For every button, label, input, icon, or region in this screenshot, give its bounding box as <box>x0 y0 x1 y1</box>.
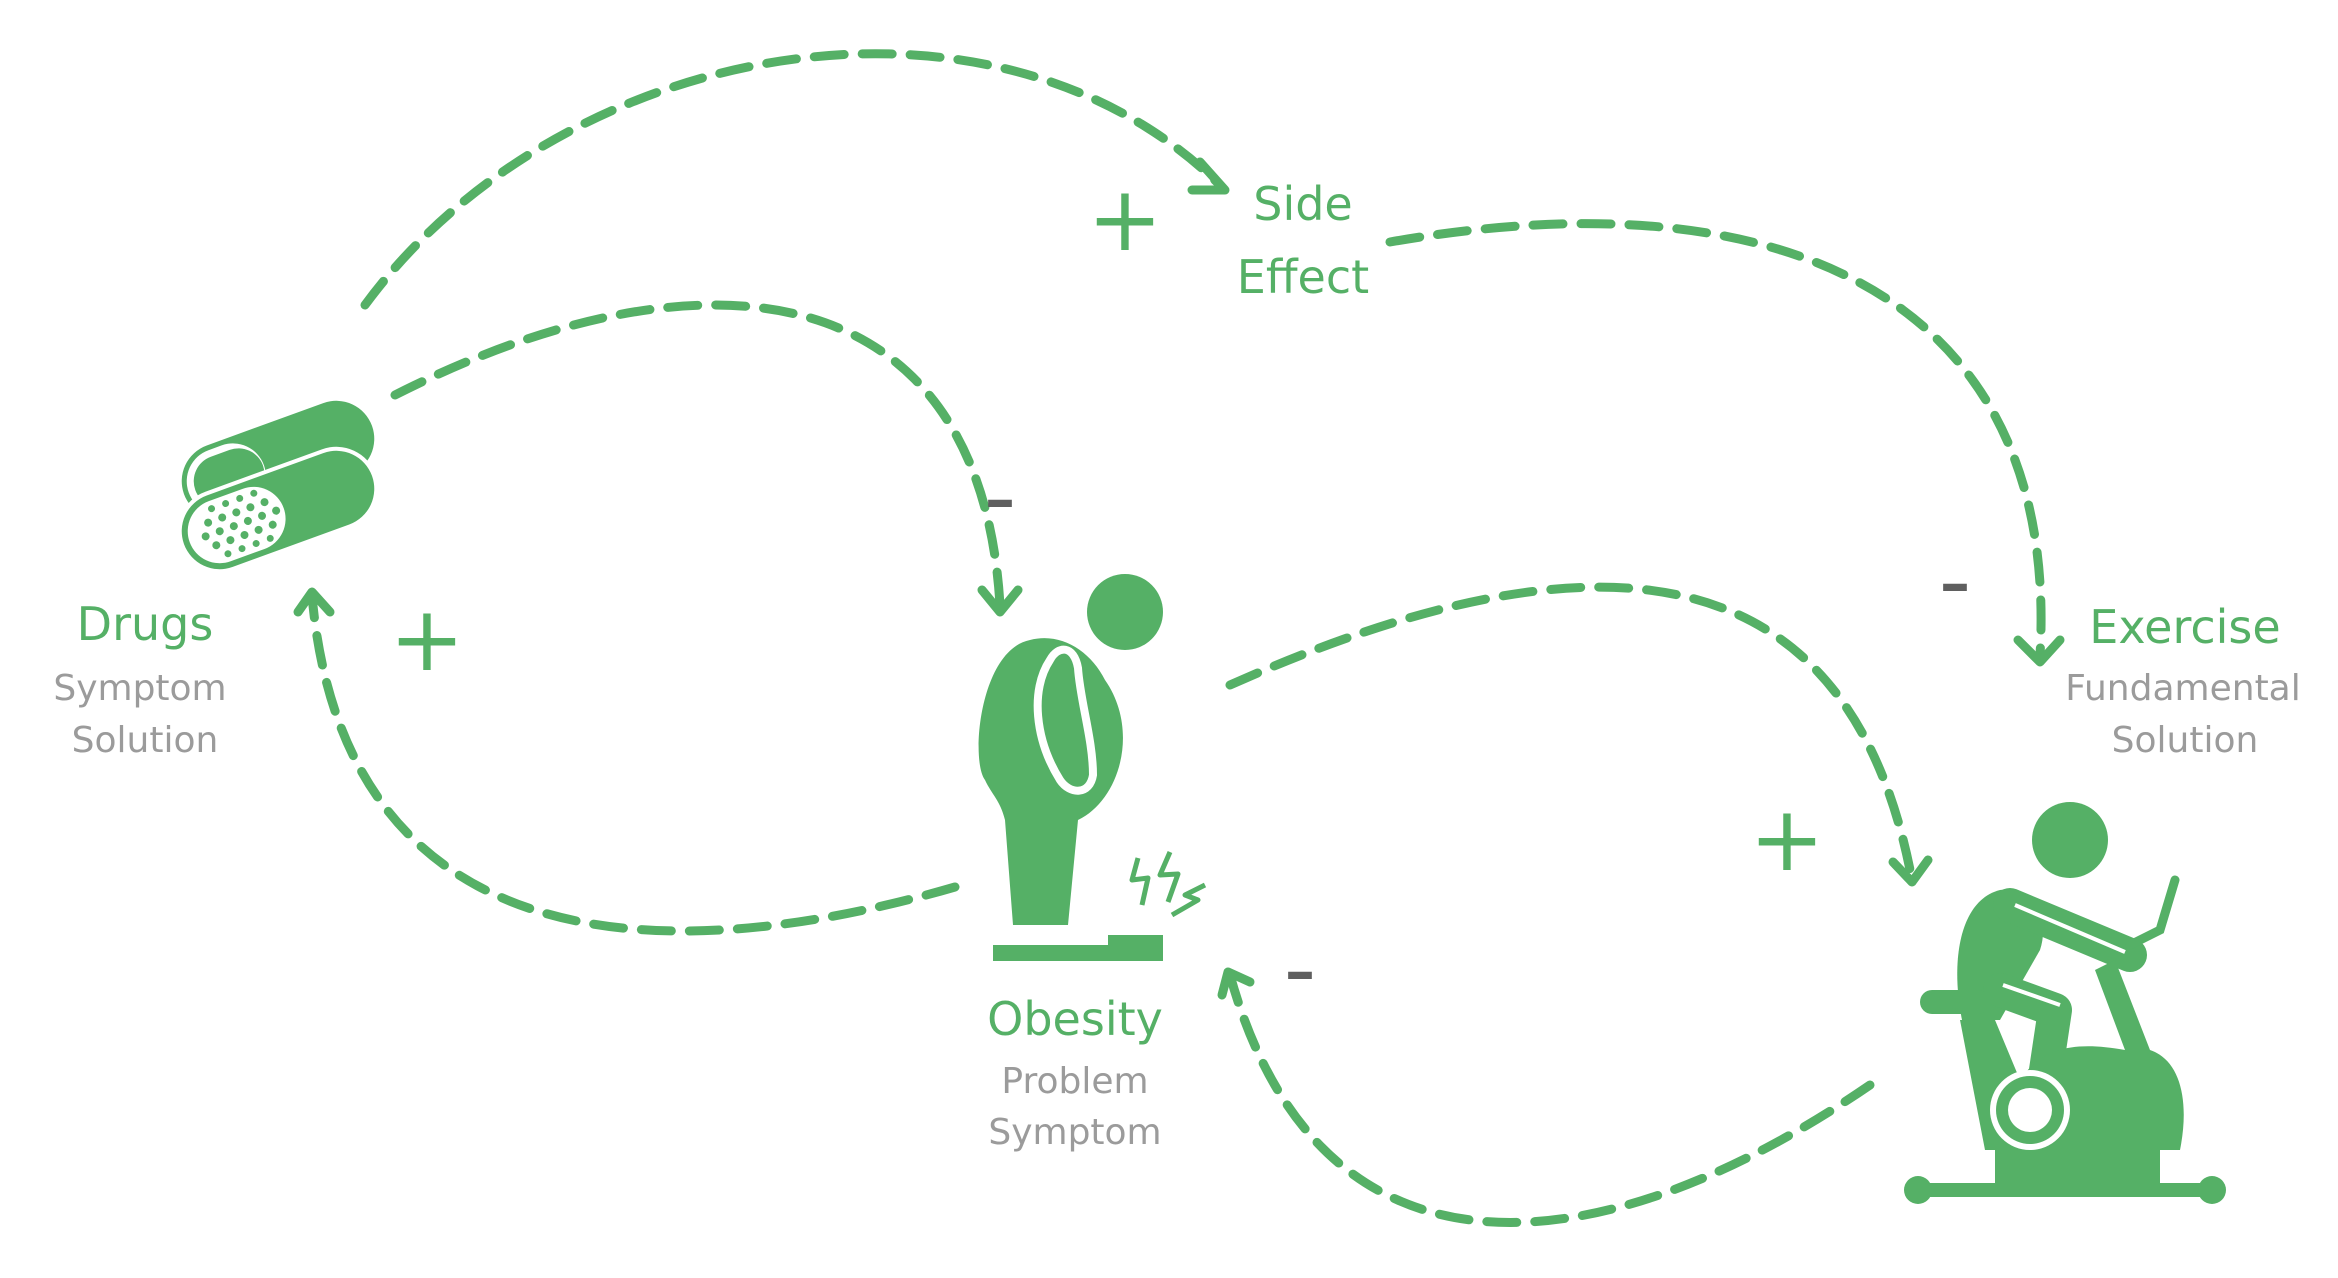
exercise-bike-icon <box>1904 802 2226 1204</box>
node-drugs: Drugs Symptom Solution <box>53 597 226 761</box>
node-exercise-title: Exercise <box>2089 600 2280 654</box>
arrow-obesity-to-drugs <box>293 587 960 936</box>
node-obesity-sub2: Symptom <box>988 1112 1161 1153</box>
arrow-obesity-to-exercise <box>1225 582 1933 887</box>
node-side-effect-title2: Effect <box>1237 250 1369 304</box>
node-side-effect: Side Effect <box>1237 177 1369 304</box>
pills-icon <box>177 400 379 574</box>
node-drugs-title: Drugs <box>77 597 214 651</box>
node-exercise-sub1: Fundamental <box>2065 668 2301 709</box>
node-drugs-sub1: Symptom <box>53 668 226 709</box>
arrow-side-effect-to-exercise <box>1385 219 2065 667</box>
arrow-exercise-to-obesity <box>1217 967 1875 1227</box>
node-obesity-title: Obesity <box>987 992 1163 1046</box>
sign-side-effect-exercise: - <box>1939 529 1971 634</box>
arrow-drugs-to-side-effect <box>360 49 1230 310</box>
sign-obesity-exercise: + <box>1749 787 1824 892</box>
node-obesity: Obesity Problem Symptom <box>987 992 1163 1153</box>
arrow-drugs-to-obesity <box>390 300 1023 617</box>
node-exercise-sub2: Solution <box>2112 720 2259 761</box>
sign-drugs-obesity: - <box>984 445 1016 550</box>
sign-drugs-side-effect: + <box>1087 167 1162 272</box>
obese-person-on-scale-icon <box>978 574 1207 961</box>
node-exercise: Exercise Fundamental Solution <box>2065 600 2301 761</box>
node-drugs-sub2: Solution <box>72 720 219 761</box>
sign-exercise-obesity: - <box>1284 917 1316 1022</box>
sign-obesity-drugs: + <box>389 587 464 692</box>
node-obesity-sub1: Problem <box>1001 1061 1148 1102</box>
node-side-effect-title1: Side <box>1253 177 1352 231</box>
